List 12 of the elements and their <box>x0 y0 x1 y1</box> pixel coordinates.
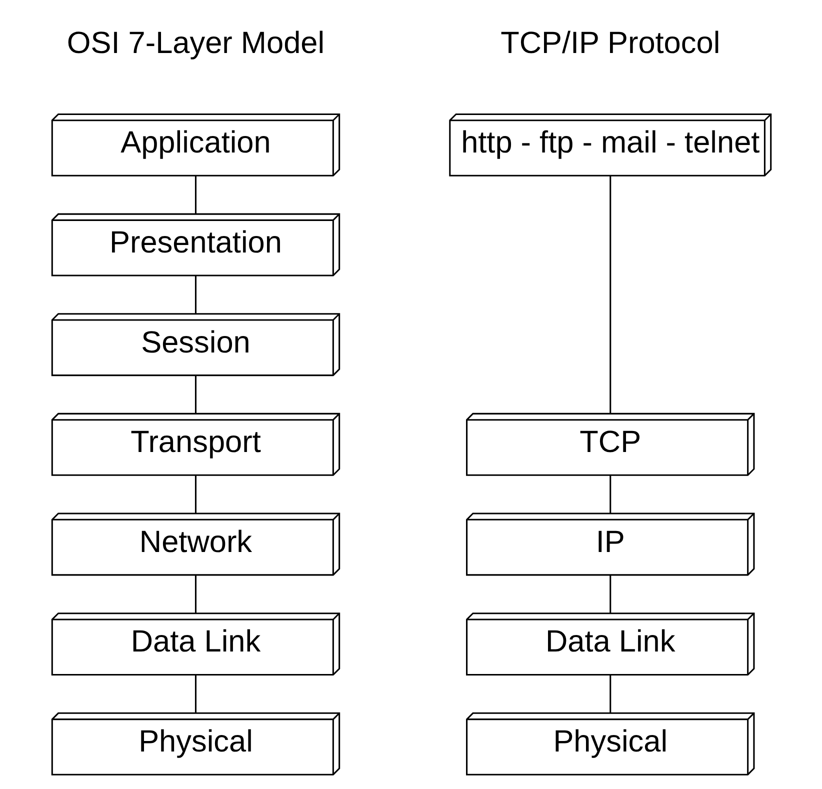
label: TCP/IP Protocol <box>500 24 720 60</box>
connector <box>609 476 611 514</box>
connector <box>194 176 196 214</box>
connector <box>609 675 611 713</box>
connector <box>609 575 611 614</box>
connector <box>194 376 196 414</box>
connector <box>194 675 196 713</box>
label: OSI 7-Layer Model <box>66 24 324 60</box>
connector <box>194 575 196 614</box>
connector <box>194 476 196 514</box>
connector <box>194 276 196 314</box>
connector <box>609 176 611 414</box>
